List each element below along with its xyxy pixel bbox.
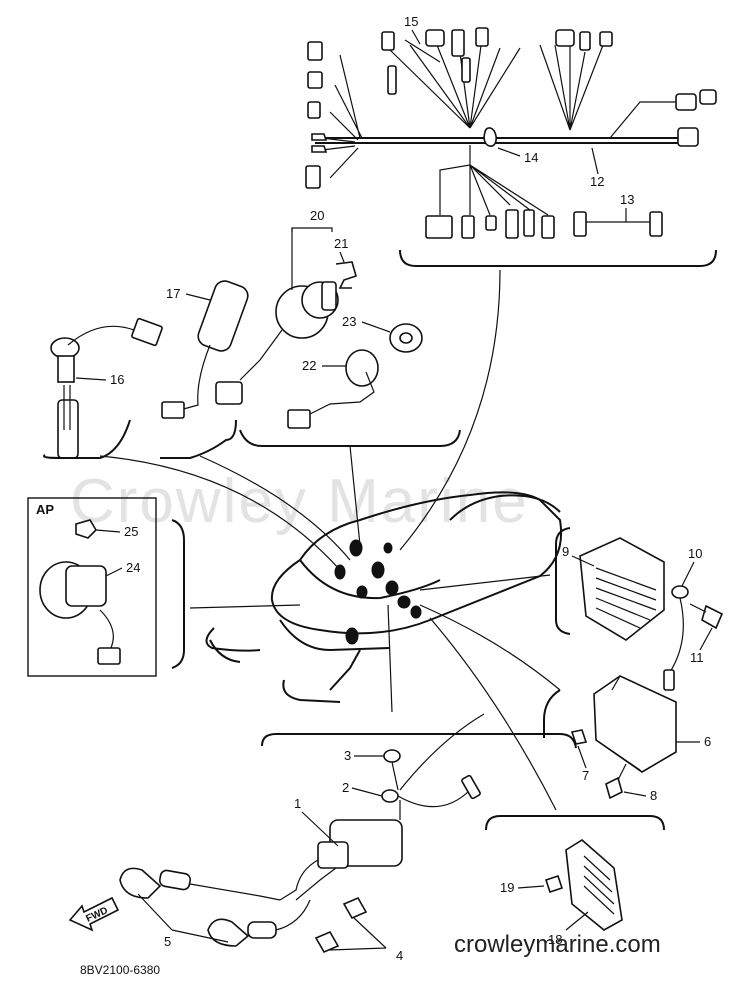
leader-lines (99, 269, 561, 811)
switch-group (43, 227, 461, 459)
harness-top-connectors (381, 27, 613, 95)
callout-8: 8 (650, 788, 657, 803)
part-19-nut (544, 874, 564, 894)
callout-17: 17 (166, 286, 180, 301)
snowmobile-body (205, 491, 563, 703)
callout-20: 20 (310, 208, 324, 223)
callout-16: 16 (110, 372, 124, 387)
callout-15: 15 (404, 14, 418, 29)
callout-11: 11 (690, 650, 704, 665)
watermark: Crowley Marine (70, 467, 529, 536)
callouts: 1 2 3 4 5 6 7 8 9 10 11 12 13 14 15 16 1… (75, 14, 713, 963)
ignition-group (119, 713, 577, 954)
harness-left-connectors (305, 41, 328, 189)
cdi-group (543, 675, 677, 800)
callout-6: 6 (704, 734, 711, 749)
callout-1: 1 (294, 796, 301, 811)
part-10-lead (671, 585, 689, 599)
part-9-rectifier (579, 537, 665, 641)
part-16-switch (50, 317, 163, 459)
part-4-clamp-lower (314, 930, 340, 954)
wire-harness-group (305, 27, 717, 267)
part-5-plug-cap-left (119, 867, 162, 899)
harness-clip (483, 127, 497, 147)
callout-19: 19 (500, 880, 514, 895)
harness-bottom-connectors (425, 209, 555, 239)
ap-inset-label: AP (36, 502, 54, 517)
callout-21: 21 (334, 236, 348, 251)
callout-4: 4 (396, 948, 403, 963)
callout-12: 12 (590, 174, 604, 189)
part-22-switch (287, 349, 379, 429)
ap-inset-frame (27, 497, 157, 677)
part-3-bolt (383, 749, 401, 763)
callout-7: 7 (582, 768, 589, 783)
part-7-collar (570, 729, 588, 745)
callout-24: 24 (126, 560, 140, 575)
callout-23: 23 (342, 314, 356, 329)
fwd-arrow-label: FWD (84, 905, 109, 925)
website-watermark: crowleymarine.com (454, 931, 661, 958)
fwd-arrow: FWD (68, 896, 120, 932)
part-6-cdi-unit (593, 675, 677, 773)
wire-lead-13 (573, 211, 663, 237)
ap-inset: AP (27, 497, 185, 677)
callout-2: 2 (342, 780, 349, 795)
regulator-group (485, 815, 665, 931)
diagram-code: 8BV2100-6380 (80, 963, 160, 977)
part-2-ground-lead (381, 789, 399, 803)
rectifier-group (555, 527, 724, 691)
callout-10: 10 (688, 546, 702, 561)
part-25-nut (75, 519, 98, 539)
callout-3: 3 (344, 748, 351, 763)
part-11-bolt (701, 604, 724, 630)
harness-right-connectors (675, 89, 717, 147)
callout-18: 18 (548, 932, 562, 947)
part-20-main-switch (215, 261, 357, 405)
callout-25: 25 (124, 524, 138, 539)
callout-5: 5 (164, 934, 171, 949)
part-17-condenser (161, 280, 249, 419)
callout-13: 13 (620, 192, 634, 207)
part-4-clamp-upper (342, 896, 368, 920)
callout-9: 9 (562, 544, 569, 559)
callout-14: 14 (524, 150, 538, 165)
part-8-bolt (605, 776, 623, 800)
callout-22: 22 (302, 358, 316, 373)
